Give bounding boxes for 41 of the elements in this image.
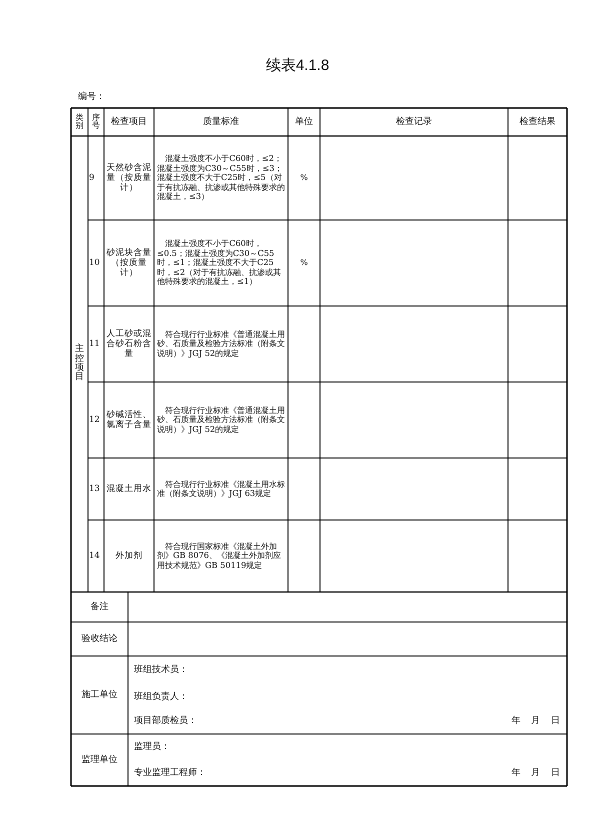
column-header: 检查结果: [520, 116, 556, 128]
row-number: 13: [89, 484, 100, 494]
item-name: 外加剂: [116, 550, 142, 562]
quality-standard: 符合现行国家标准《混凝土外加剂》GB 8076、《混凝土外加剂应用技术规范》GB 50119规定: [157, 542, 282, 570]
quality-standard: 混凝土强度不小于C60时，≤0.5；混凝土强度为C30～C55时，≤1；混凝土强度不大于C25时，≤2（对于有抗冻融、抗渗或其他特殊要求的混凝土，≤1）: [157, 239, 282, 287]
item-name: 人工砂或混合砂石粉含量: [106, 328, 152, 360]
signature-label: 班组负责人：: [134, 692, 188, 702]
row-number: 12: [89, 414, 100, 426]
category-header: 类别: [75, 114, 84, 130]
column-header: 检查项目: [111, 116, 147, 128]
quality-standard: 符合现行行业标准《普通混凝土用砂、石质量及检验方法标准（附条文说明）》JGJ 52的规定: [157, 330, 286, 358]
item-name: 天然砂含泥量（按质量计）: [106, 162, 152, 194]
row-header: 备注: [90, 602, 108, 612]
row-number: 10: [89, 258, 100, 268]
column-header: 检查记录: [396, 116, 432, 128]
row-number: 14: [89, 550, 100, 562]
title: 续表4.1.8: [264, 56, 330, 75]
date-label: 年 月 日: [511, 768, 560, 778]
row-header: 验收结论: [82, 634, 118, 644]
form-number-label: 编号：: [78, 92, 105, 102]
quality-standard: 混凝土强度不小于C60时，≤2；混凝土强度为C30～C55时，≤3；混凝土强度不大于C25时，≤5（对于有抗冻融、抗渗或其他特殊要求的混凝土，≤3）: [157, 154, 286, 202]
quality-standard: 符合现行行业标准《混凝土用水标准（附条文说明）》JGJ 63规定: [157, 480, 286, 498]
item-name: 砂泥块含量（按质量计）: [106, 248, 152, 278]
unit-label: %: [300, 258, 308, 268]
row-number: 9: [89, 172, 94, 184]
number-header: 序号: [92, 114, 100, 130]
date-label: 年 月 日: [511, 716, 560, 726]
signature-label: 项目部质检员：: [134, 716, 197, 726]
row-number: 11: [89, 338, 100, 350]
unit-label: %: [300, 173, 308, 183]
signature-label: 班组技术员：: [134, 664, 188, 676]
row-header: 施工单位: [82, 690, 118, 700]
signature-label: 监理员：: [134, 742, 170, 752]
quality-standard: 符合现行行业标准《普通混凝土用砂、石质量及检验方法标准（附条文说明）》JGJ 52的规定: [157, 406, 286, 434]
item-name: 混凝土用水: [106, 484, 152, 494]
column-header: 单位: [295, 116, 313, 128]
category-label: 主控项目: [74, 345, 84, 383]
item-name: 砂碱活性、氯离子含量: [106, 410, 152, 430]
column-header: 质量标准: [203, 116, 239, 128]
row-header: 监理单位: [82, 754, 118, 766]
signature-label: 专业监理工程师：: [134, 768, 206, 778]
